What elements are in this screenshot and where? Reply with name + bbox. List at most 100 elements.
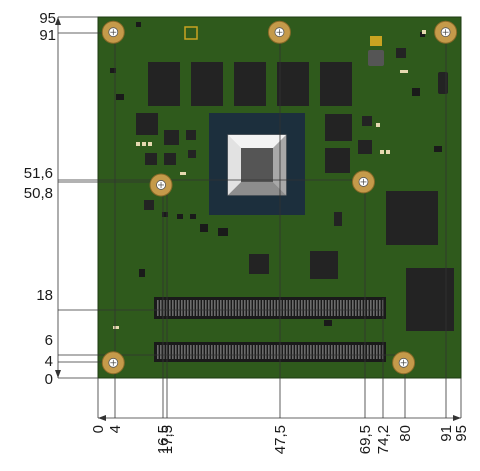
ic-chip (136, 113, 158, 135)
small-part (434, 146, 442, 152)
connector-pin (271, 300, 273, 316)
connector-pin (175, 300, 177, 316)
connector-pin (379, 300, 381, 316)
connector-pin (250, 345, 252, 359)
memory-chips (148, 62, 352, 106)
connector-pin (163, 345, 165, 359)
dimension-label-bottom: 47,5 (272, 425, 289, 454)
connector-pin (178, 345, 180, 359)
ic-chip (186, 130, 196, 140)
cpu-die-bevel (228, 135, 286, 148)
passive-part (148, 142, 152, 146)
connector-pin (319, 300, 321, 316)
dimension-label-left: 18 (36, 287, 53, 304)
connector-pin (361, 300, 363, 316)
passive-part (386, 150, 390, 154)
connector-pin (280, 345, 282, 359)
ic-chip (370, 36, 382, 46)
connector-pin (298, 300, 300, 316)
connector-pin (370, 300, 372, 316)
connector-pin (304, 345, 306, 359)
connector-pin (322, 300, 324, 316)
connector-pin (373, 300, 375, 316)
connector-pin (160, 300, 162, 316)
connector-pin (229, 300, 231, 316)
dimension-label-bottom: 74,2 (375, 425, 392, 454)
connector-pin (286, 345, 288, 359)
ic-chip (325, 114, 352, 141)
connector-pin (184, 300, 186, 316)
connector-pin (187, 345, 189, 359)
mounting-hole (392, 351, 416, 375)
connector-pin (367, 300, 369, 316)
connector-pin (232, 345, 234, 359)
connector-pin (247, 300, 249, 316)
connector-pin (358, 300, 360, 316)
memory-chip (234, 62, 266, 106)
connector-pin (274, 300, 276, 316)
ic-chip (396, 48, 406, 58)
ic-chip (368, 50, 384, 66)
connector-pin (340, 300, 342, 316)
connector-pin (322, 345, 324, 359)
connector-pin (304, 300, 306, 316)
connector-pin (280, 300, 282, 316)
ic-chip (145, 153, 157, 165)
connector-pin (307, 345, 309, 359)
connector-pin (157, 345, 159, 359)
connector-pin (220, 345, 222, 359)
connector-pin (211, 300, 213, 316)
connector-pin (226, 300, 228, 316)
connector-pin (361, 345, 363, 359)
dimension-label-bottom: 95 (453, 425, 470, 442)
dimension-label-bottom: 4 (107, 425, 124, 433)
connector-pin (343, 345, 345, 359)
connector-pin (265, 345, 267, 359)
connector-pin (190, 345, 192, 359)
connector-pin (202, 345, 204, 359)
connector-pin (181, 300, 183, 316)
connector-pin (292, 345, 294, 359)
small-part (177, 214, 183, 219)
connector-pin (238, 345, 240, 359)
connector-upper (154, 297, 386, 319)
connector-pin (208, 345, 210, 359)
dimension-label-bottom: 16,5 (155, 425, 172, 454)
memory-chip (320, 62, 352, 106)
memory-chip (191, 62, 223, 106)
connector-pin (190, 300, 192, 316)
connector-pin (178, 300, 180, 316)
connector-pin (331, 345, 333, 359)
connector-pin (316, 300, 318, 316)
dimension-label-left: 95 (39, 10, 56, 27)
connector-pin (355, 300, 357, 316)
connector-pin (232, 300, 234, 316)
connector-pin (193, 345, 195, 359)
connector-pin (259, 300, 261, 316)
mounting-hole (267, 20, 291, 44)
passive-part (113, 326, 119, 329)
connector-pin (307, 300, 309, 316)
mounting-hole (149, 173, 173, 197)
dimension-label-bottom: 91 (438, 425, 455, 442)
connector-pin (196, 345, 198, 359)
connector-pin (235, 345, 237, 359)
passive-part (380, 150, 384, 154)
connector-pin (235, 300, 237, 316)
dimension-label-left: 6 (45, 332, 53, 349)
dimension-label-left: 91 (39, 27, 56, 44)
connector-pin (262, 300, 264, 316)
connector-pin (223, 300, 225, 316)
ic-chip (164, 130, 179, 145)
connector-pin (367, 345, 369, 359)
connector-pin (274, 345, 276, 359)
dimension-arrows (55, 17, 461, 421)
connector-pin (160, 345, 162, 359)
connector-pin (202, 300, 204, 316)
dimension-label-bottom: 17,5 (159, 425, 176, 454)
connector-pin (319, 345, 321, 359)
connector-pin (205, 345, 207, 359)
connector-pin (295, 345, 297, 359)
